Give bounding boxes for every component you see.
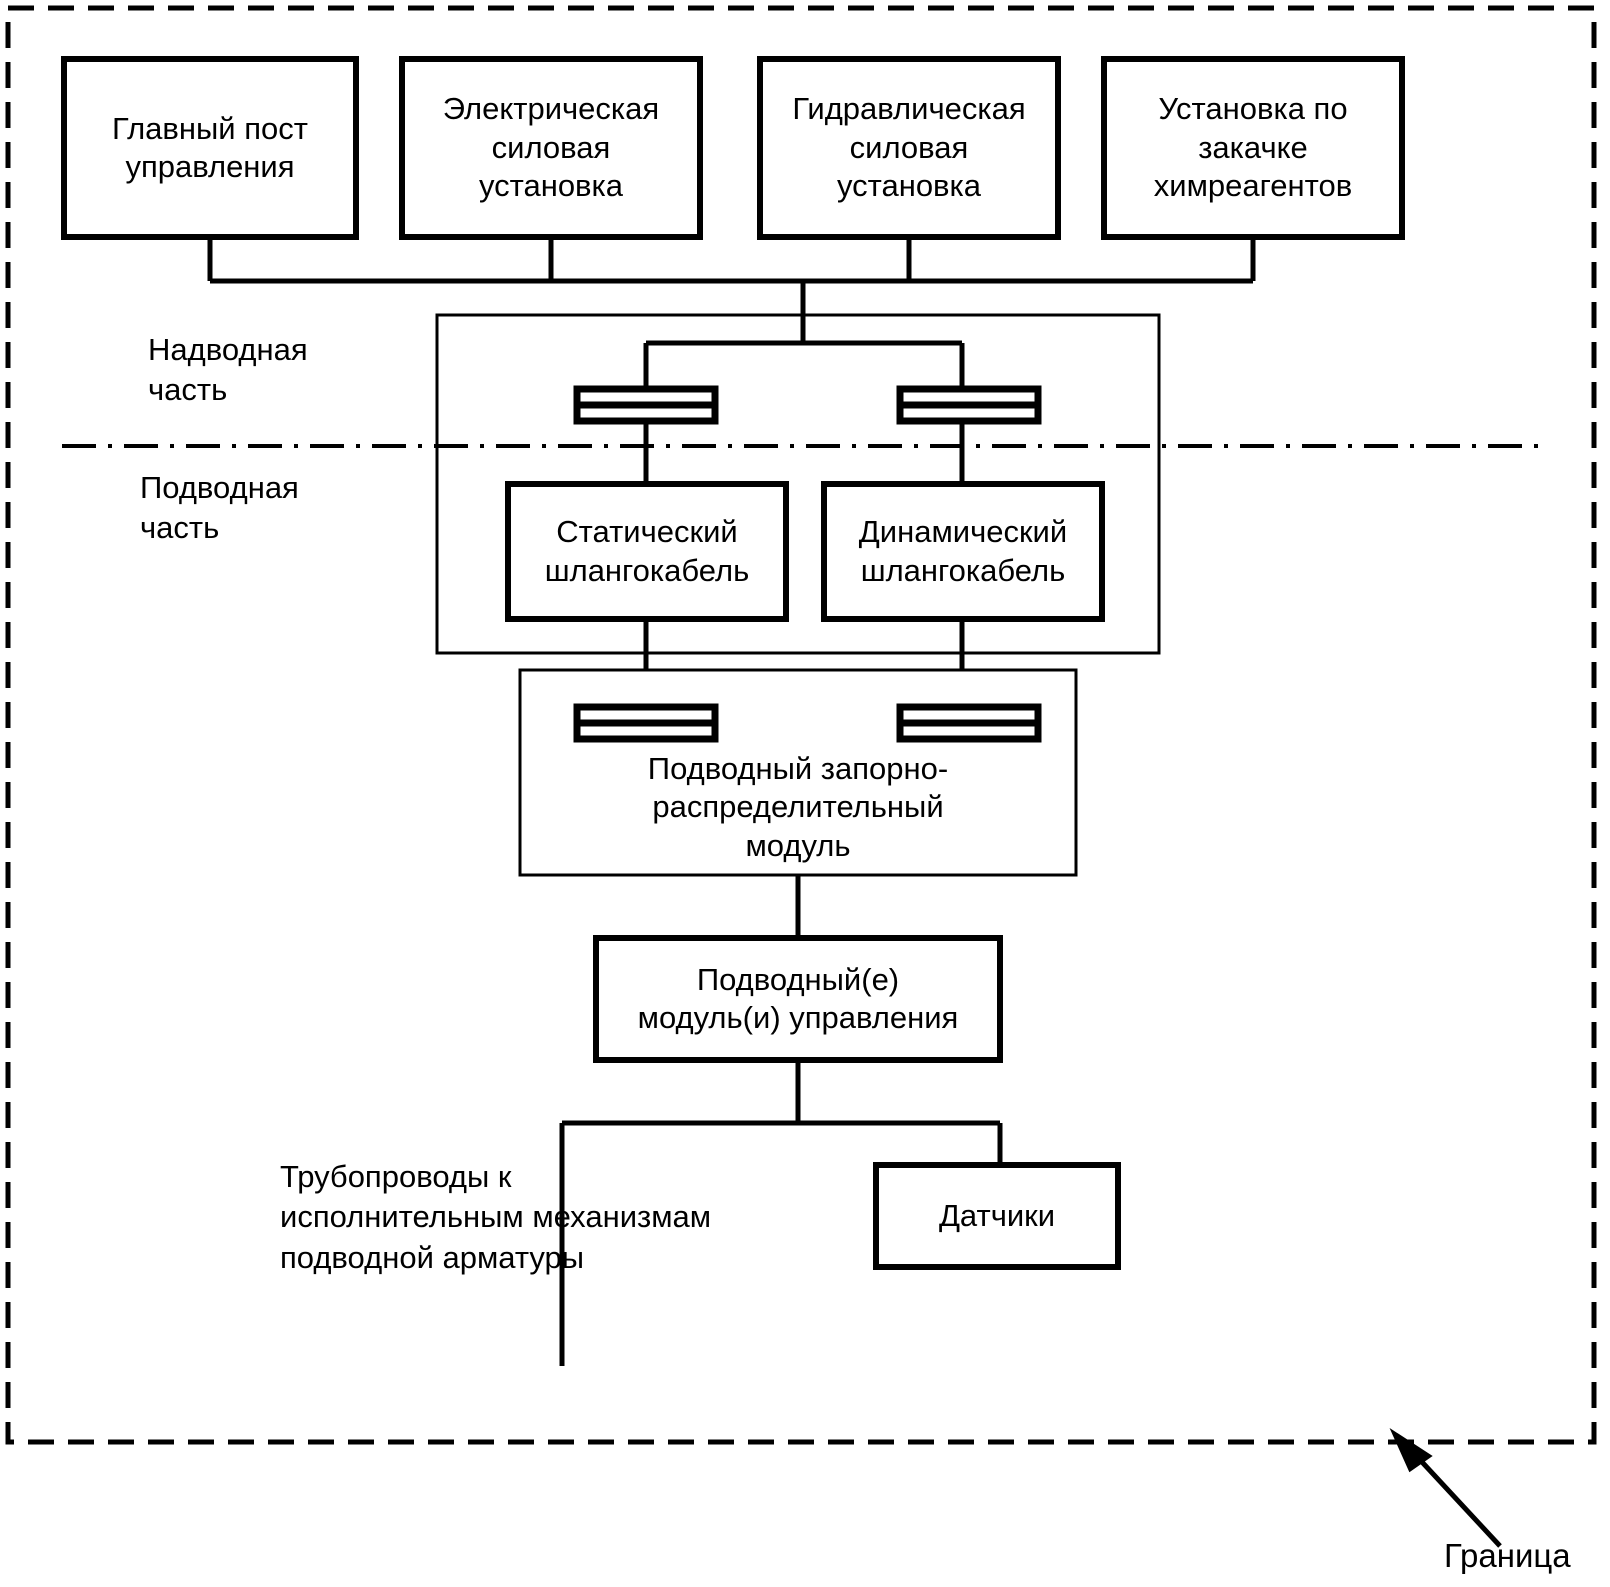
top-bus-connectors bbox=[207, 237, 1256, 345]
label-pipelines-to-actuators: Трубопроводы к исполнительным механизмам… bbox=[280, 1159, 712, 1275]
box-hydraulic-power-unit[interactable] bbox=[757, 56, 1061, 240]
box-main-control-post[interactable] bbox=[61, 56, 359, 240]
box-subsea-control-module[interactable] bbox=[593, 935, 1003, 1063]
connector-upper-left bbox=[573, 385, 719, 425]
boundary-callout-arrow bbox=[1389, 1427, 1502, 1548]
connector-upper-right bbox=[896, 385, 1042, 425]
box-dynamic-umbilical[interactable] bbox=[821, 481, 1105, 622]
label-below-water-zone: Подводная часть bbox=[140, 470, 299, 546]
above-water-container bbox=[435, 313, 1161, 655]
connector-lower-right bbox=[896, 703, 1042, 743]
label-above-water-zone: Надводная часть bbox=[148, 332, 308, 408]
connector-lower-left bbox=[573, 703, 719, 743]
label-boundary: Граница bbox=[1444, 1537, 1571, 1574]
box-subsea-distribution-module[interactable] bbox=[518, 668, 1078, 877]
box-sensors[interactable] bbox=[873, 1162, 1121, 1270]
box-static-umbilical[interactable] bbox=[505, 481, 789, 622]
box-chemical-injection-unit[interactable] bbox=[1101, 56, 1405, 240]
connector-to-umbilical-lines bbox=[643, 421, 965, 484]
box-electric-power-unit[interactable] bbox=[399, 56, 703, 240]
system-boundary-dashed-rect bbox=[5, 5, 1597, 1445]
control-module-outputs bbox=[559, 1060, 1003, 1366]
